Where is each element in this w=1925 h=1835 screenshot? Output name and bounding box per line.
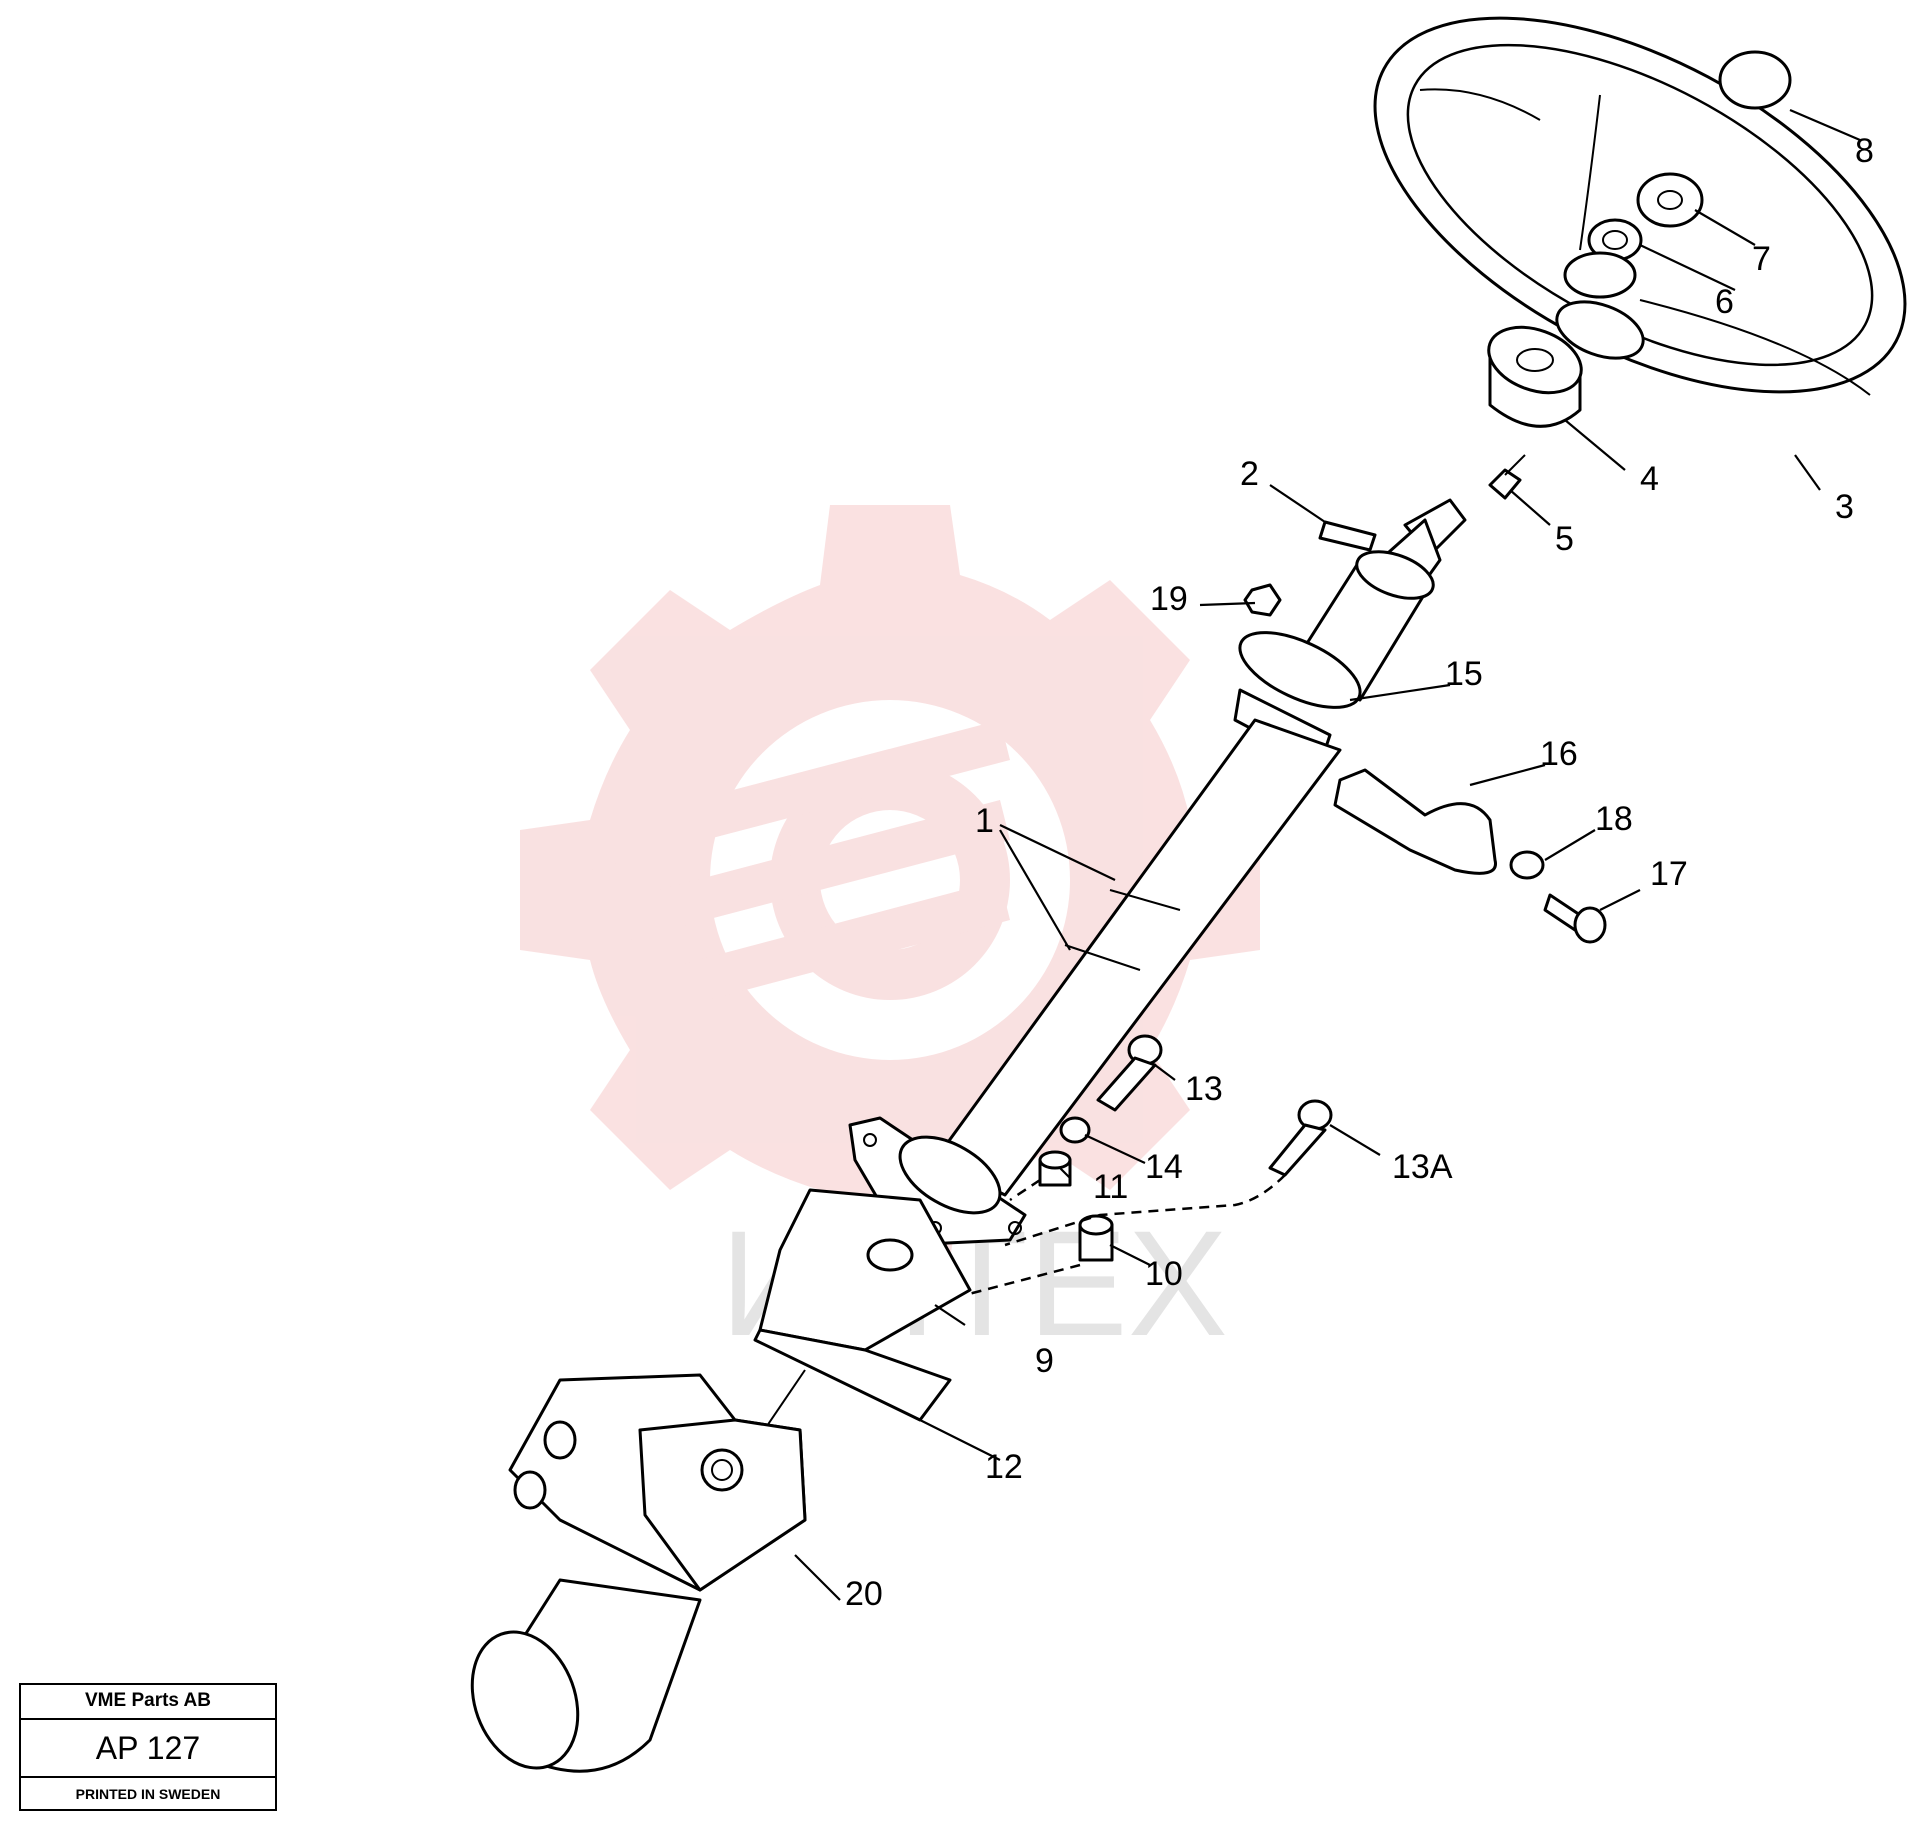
title-block: VME Parts AB AP 127 PRINTED IN SWEDEN <box>19 1683 277 1811</box>
bolt-17 <box>1543 893 1607 944</box>
callout-16: 16 <box>1540 735 1578 773</box>
title-block-company: VME Parts AB <box>21 1685 275 1720</box>
callouts: 1 2 3 4 5 6 7 8 9 10 11 12 13 13A 14 15 … <box>845 132 1874 1613</box>
callout-17: 17 <box>1650 855 1688 893</box>
callout-12: 12 <box>985 1448 1023 1486</box>
washer-18 <box>1509 850 1545 880</box>
spacer-10 <box>1078 1214 1114 1262</box>
horn-cap <box>1718 50 1792 110</box>
leader-lines <box>794 108 1861 1601</box>
screw <box>1488 468 1522 500</box>
callout-5: 5 <box>1555 520 1574 558</box>
callout-3: 3 <box>1835 488 1854 526</box>
callout-10: 10 <box>1145 1255 1183 1293</box>
callout-2: 2 <box>1240 455 1259 493</box>
callout-9: 9 <box>1035 1342 1054 1380</box>
gasket <box>753 1328 952 1422</box>
steering-valve <box>470 1373 807 1773</box>
bolt-13a <box>1268 1099 1333 1177</box>
callout-7: 7 <box>1752 240 1771 278</box>
pin <box>1318 520 1377 552</box>
callout-13: 13 <box>1185 1070 1223 1108</box>
watermark-gear-logo <box>520 505 1260 1260</box>
nut <box>1636 172 1704 228</box>
callout-13a: 13A <box>1392 1148 1453 1186</box>
callout-4: 4 <box>1640 460 1659 498</box>
steering-column-tube <box>933 718 1342 1197</box>
bolt-13 <box>1096 1034 1163 1112</box>
title-block-printed: PRINTED IN SWEDEN <box>75 1786 221 1802</box>
hub <box>1487 325 1583 428</box>
callout-8: 8 <box>1855 132 1874 170</box>
callout-14: 14 <box>1145 1148 1183 1186</box>
callout-11: 11 <box>1093 1168 1128 1206</box>
callout-15: 15 <box>1445 655 1483 693</box>
callout-19: 19 <box>1150 580 1188 618</box>
washer-14 <box>1059 1116 1091 1144</box>
title-block-code: AP 127 <box>21 1720 275 1778</box>
spacer-11 <box>1038 1150 1072 1187</box>
callout-1: 1 <box>975 802 994 840</box>
callout-20: 20 <box>845 1575 883 1613</box>
clamp <box>1333 768 1497 875</box>
callout-18: 18 <box>1595 800 1633 838</box>
callout-6: 6 <box>1715 283 1734 321</box>
nut-19 <box>1243 583 1282 617</box>
